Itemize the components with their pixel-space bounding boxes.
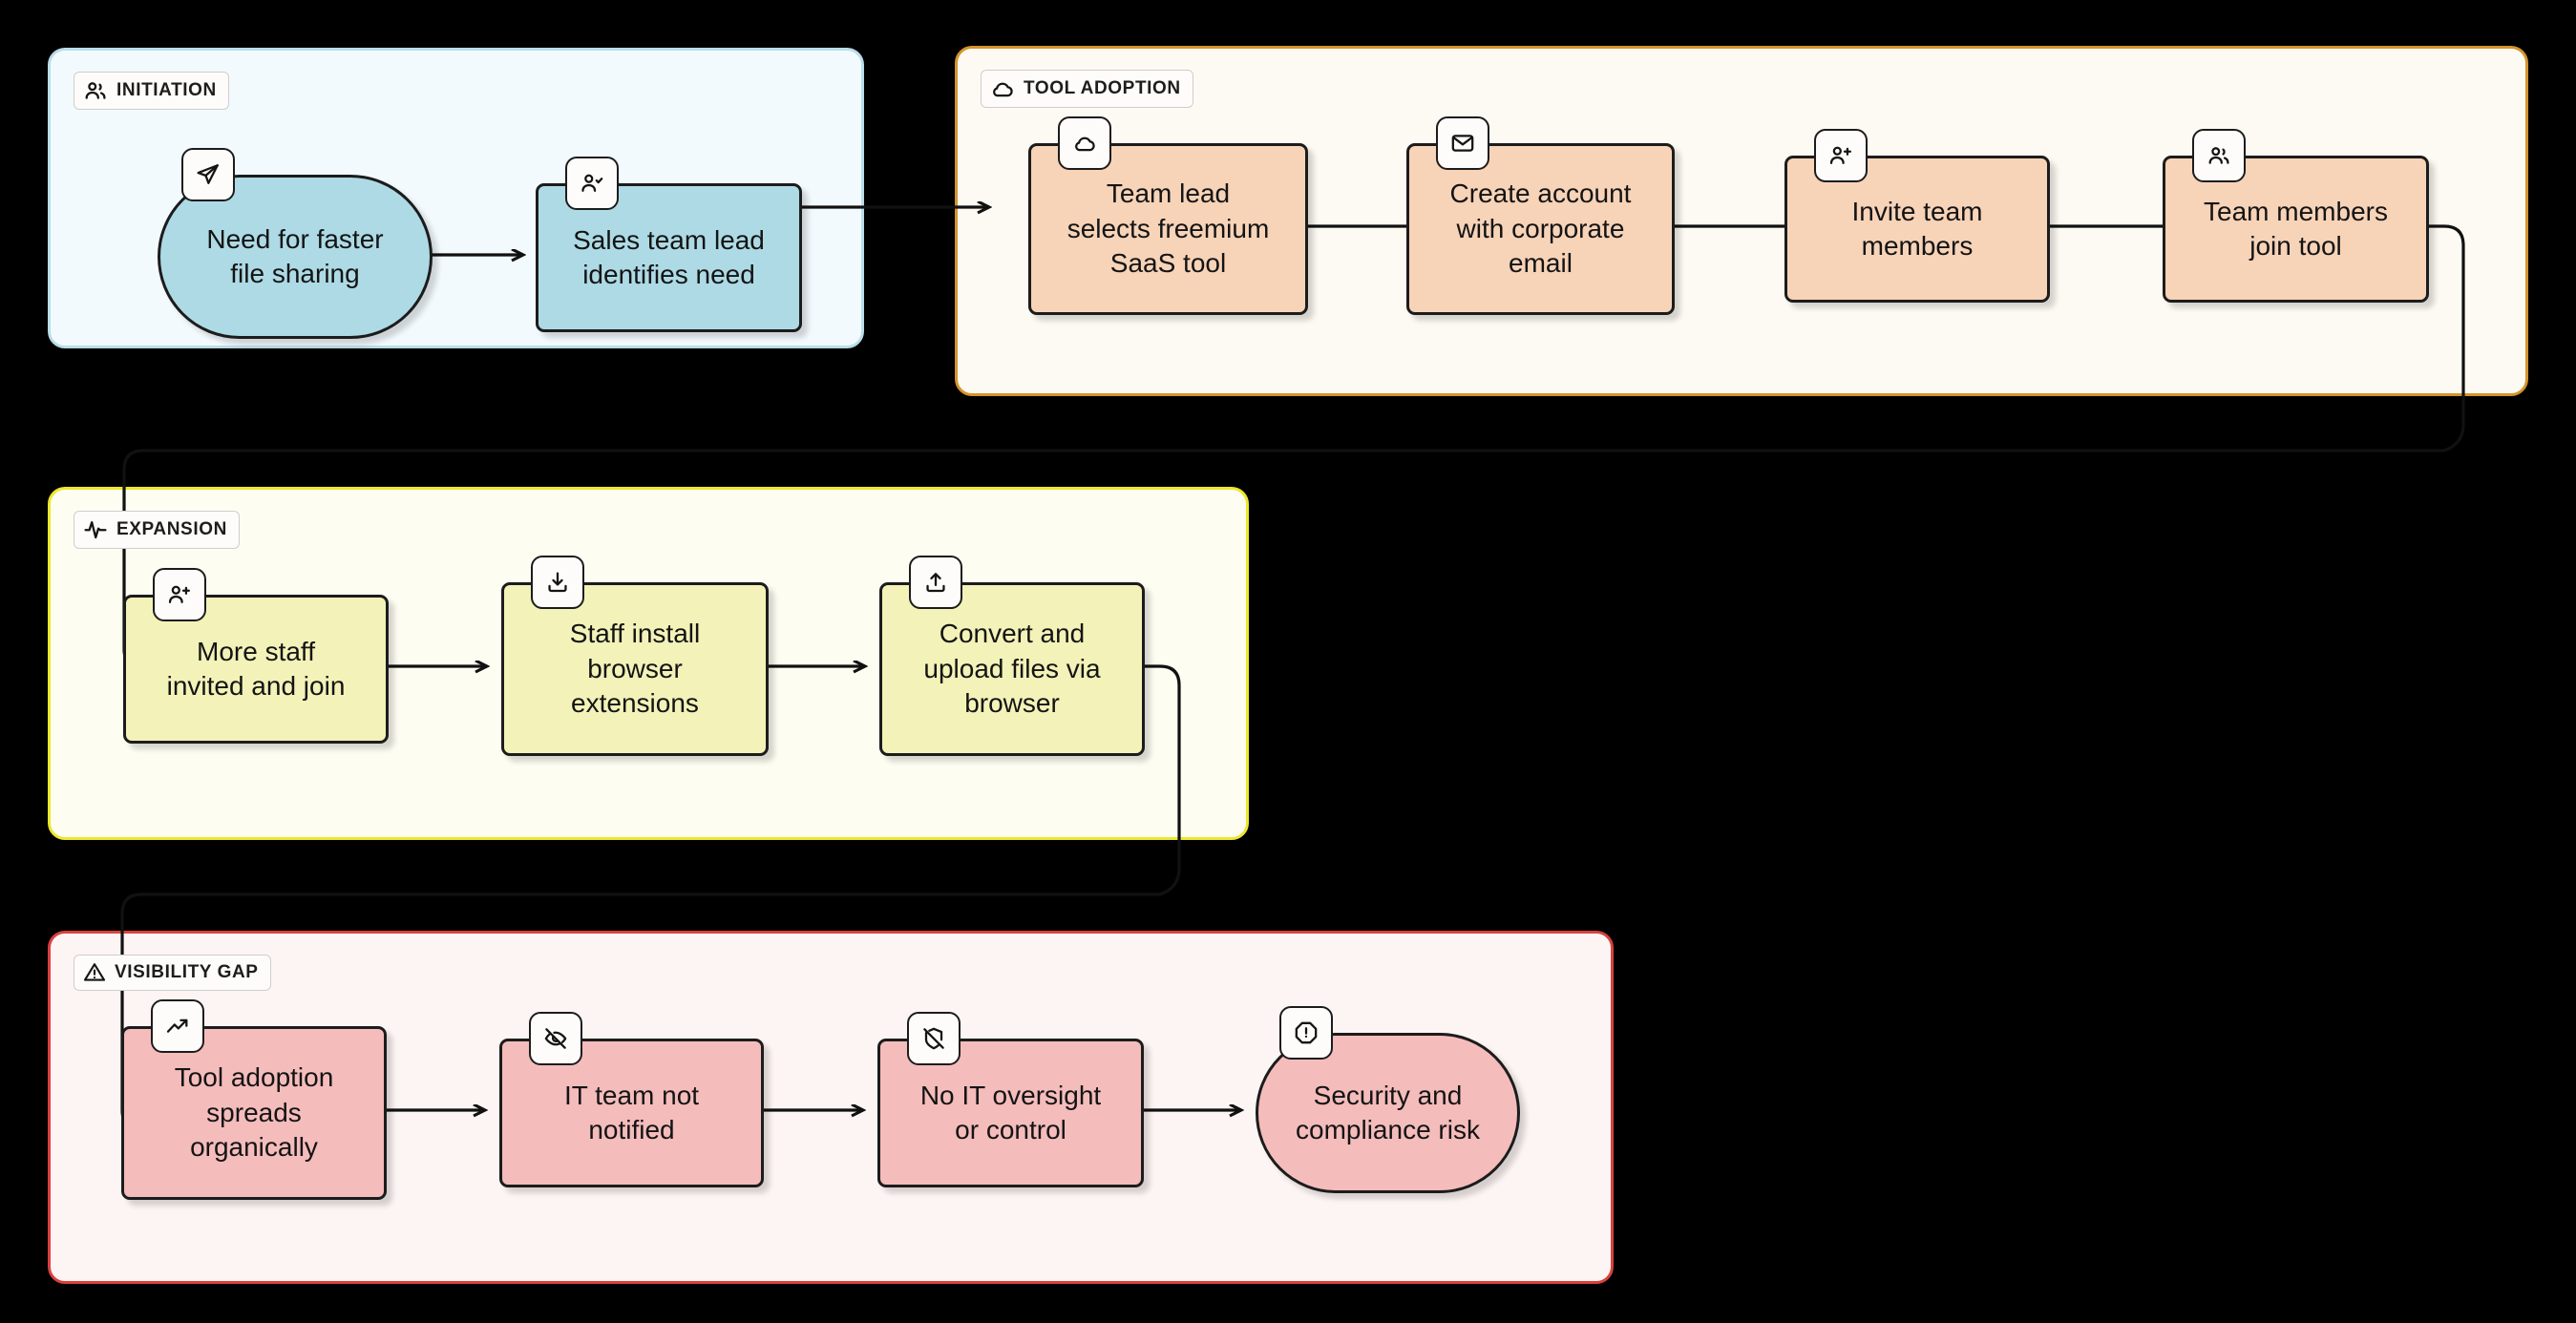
node-label: Staff install browser extensions <box>569 619 701 719</box>
node-n5[interactable]: Invite team members <box>1784 129 2050 303</box>
trending-up-icon <box>151 999 204 1053</box>
alert-triangle-icon <box>83 961 106 984</box>
upload-icon <box>909 556 962 609</box>
node-label: IT team not notified <box>563 1080 700 1144</box>
section-label-tool-adoption: TOOL ADOPTION <box>981 70 1193 108</box>
user-plus-icon <box>1814 129 1868 182</box>
node-label: Tool adoption spreads organically <box>174 1062 334 1163</box>
section-label-initiation: INITIATION <box>74 72 229 110</box>
user-plus-icon <box>153 568 206 621</box>
send-icon <box>181 148 235 201</box>
section-label-expansion: EXPANSION <box>74 511 240 549</box>
users-icon <box>2192 129 2246 182</box>
node-label: Create account with corporate email <box>1449 178 1632 279</box>
node-n8[interactable]: Staff install browser extensions <box>501 556 769 756</box>
node-n2[interactable]: Sales team lead identifies need <box>536 157 802 332</box>
mail-icon <box>1436 116 1489 170</box>
section-label-text: TOOL ADOPTION <box>1024 78 1181 98</box>
alert-octagon-icon <box>1279 1006 1333 1060</box>
node-label: Security and compliance risk <box>1296 1080 1480 1144</box>
section-tool-adoption[interactable]: TOOL ADOPTION Team lead selects freemium … <box>955 46 2528 396</box>
section-initiation[interactable]: INITIATION Need for faster file sharing Sa… <box>48 48 864 348</box>
cloud-icon <box>1058 116 1111 170</box>
section-label-text: INITIATION <box>116 80 217 100</box>
node-label: Invite team members <box>1851 196 1983 261</box>
node-n13[interactable]: Security and compliance risk <box>1256 1006 1520 1193</box>
user-check-icon <box>565 157 619 210</box>
node-n9[interactable]: Convert and upload files via browser <box>879 556 1145 756</box>
node-label: No IT oversight or control <box>919 1080 1102 1144</box>
node-n3[interactable]: Team lead selects freemium SaaS tool <box>1028 116 1308 315</box>
section-label-text: VISIBILITY GAP <box>115 962 259 982</box>
node-n4[interactable]: Create account with corporate email <box>1406 116 1675 315</box>
node-n10[interactable]: Tool adoption spreads organically <box>121 999 387 1200</box>
users-icon <box>83 78 108 103</box>
node-label: Convert and upload files via browser <box>923 619 1101 719</box>
node-label: Need for faster file sharing <box>206 223 384 288</box>
node-label: Team members join tool <box>2204 196 2388 261</box>
eye-off-icon <box>529 1012 582 1065</box>
activity-icon <box>83 517 108 542</box>
cloud-icon <box>990 76 1015 101</box>
node-n7[interactable]: More staff invited and join <box>123 568 389 744</box>
node-n11[interactable]: IT team not notified <box>499 1012 764 1187</box>
node-n1[interactable]: Need for faster file sharing <box>158 148 433 339</box>
section-label-text: EXPANSION <box>116 519 227 539</box>
node-label: Team lead selects freemium SaaS tool <box>1066 178 1270 279</box>
section-label-visibility-gap: VISIBILITY GAP <box>74 955 271 991</box>
shield-off-icon <box>907 1012 961 1065</box>
section-expansion[interactable]: EXPANSION More staff invited and join Staf… <box>48 487 1249 840</box>
section-visibility-gap[interactable]: VISIBILITY GAP Tool adoption spreads orga… <box>48 931 1614 1284</box>
node-label: More staff invited and join <box>166 636 346 701</box>
node-n12[interactable]: No IT oversight or control <box>877 1012 1144 1187</box>
download-icon <box>531 556 584 609</box>
node-n6[interactable]: Team members join tool <box>2163 129 2429 303</box>
node-label: Sales team lead identifies need <box>573 224 765 289</box>
